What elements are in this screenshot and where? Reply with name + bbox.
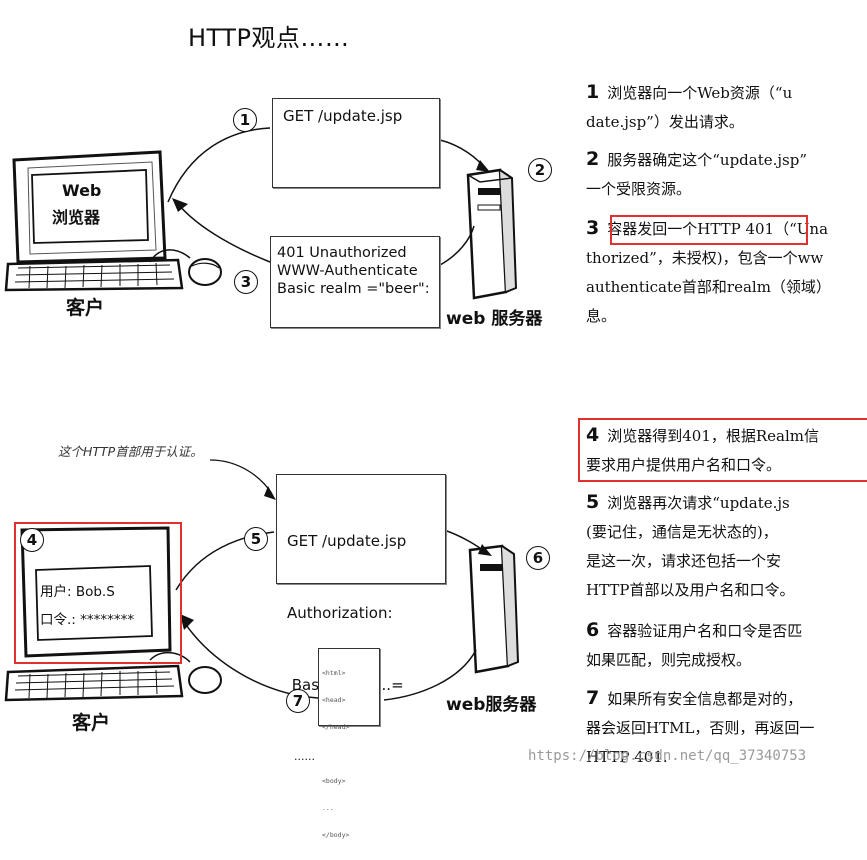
response-line-2: WWW-Authenticate xyxy=(277,262,433,280)
server-label-bottom: web服务器 xyxy=(446,690,536,715)
step-3-line-4: 息。 xyxy=(586,302,867,331)
step-2-line-2: 一个受限资源。 xyxy=(586,175,867,204)
step-1-number: 1 xyxy=(586,81,599,103)
annotation-text: 这个HTTP首部用于认证。 xyxy=(58,441,203,460)
client-label-bottom: 客户 xyxy=(72,708,110,735)
marker-4: 4 xyxy=(20,528,44,552)
login-screen: 用户: Bob.S 口令.: ******** xyxy=(40,578,134,634)
keyboard-icon xyxy=(6,666,182,700)
request-arc-left xyxy=(168,128,270,202)
marker-3: 3 xyxy=(234,270,258,294)
screen-label-browser: 浏览器 xyxy=(52,204,100,228)
response-box: 401 Unauthorized WWW-Authenticate Basic … xyxy=(270,236,440,328)
server-tower-icon xyxy=(470,546,518,672)
username-field: 用户: Bob.S xyxy=(40,578,134,606)
step-6-line-1: 容器验证用户名和口令是否匹 xyxy=(607,622,802,640)
marker-7: 7 xyxy=(286,689,310,713)
password-field: 口令.: ******** xyxy=(40,606,134,634)
auth-request-line-2: Authorization: xyxy=(287,601,435,625)
client-label: 客户 xyxy=(66,293,104,320)
html-doc-line-1: <html> xyxy=(322,669,376,678)
html-doc-line-7: </body> xyxy=(322,831,376,840)
step-2: 2 服务器确定这个“update.jsp” 一个受限资源。 xyxy=(586,145,867,204)
html-doc-line-4 xyxy=(322,750,376,759)
step-2-number: 2 xyxy=(586,148,599,170)
auth-request-box: GET /update.jsp Authorization: Basic: x5… xyxy=(276,474,446,584)
step-6: 6 容器验证用户名和口令是否匹 如果匹配，则完成授权。 xyxy=(586,616,867,675)
step-5-line-1: 浏览器再次请求“update.js xyxy=(607,494,790,512)
step-1: 1 浏览器向一个Web资源（“u date.jsp”）发出请求。 xyxy=(586,78,867,137)
watermark-text: https://blog.csdn.net/qq_37340753 xyxy=(528,748,806,764)
response-line-3: Basic realm ="beer": xyxy=(277,280,433,298)
step-5: 5 浏览器再次请求“update.js (要记住，通信是无状态的)， 是这一次，请… xyxy=(586,488,867,605)
marker-5: 5 xyxy=(244,527,268,551)
html-doc-line-3: </head> xyxy=(322,723,376,732)
step-4-line-2: 要求用户提供用户名和口令。 xyxy=(586,451,864,480)
step-1-line-2: date.jsp”）发出请求。 xyxy=(586,108,867,137)
html-document-icon: <html> <head> </head> <body> ... </body> xyxy=(318,648,380,726)
step-5-number: 5 xyxy=(586,491,599,513)
step-6-number: 6 xyxy=(586,619,599,641)
marker-6: 6 xyxy=(526,546,550,570)
step-5-line-4: HTTP首部以及用户名和口令。 xyxy=(586,576,867,605)
marker-2: 2 xyxy=(528,158,552,182)
html-doc-line-5: <body> xyxy=(322,777,376,786)
html-doc-line-2: <head> xyxy=(322,696,376,705)
step-7-line-1: 如果所有安全信息都是对的， xyxy=(607,690,802,708)
server-label: web 服务器 xyxy=(446,304,542,329)
request-text: GET /update.jsp xyxy=(273,99,439,133)
step-3-number: 3 xyxy=(586,217,599,239)
screen-label-web: Web xyxy=(62,181,101,200)
step-7-line-2: 器会返回HTML，否则，再返回一 xyxy=(586,714,867,743)
step-4: 4 浏览器得到401，根据Realm信 要求用户提供用户名和口令。 xyxy=(586,421,864,480)
request-box: GET /update.jsp xyxy=(272,98,440,188)
response-line-1: 401 Unauthorized xyxy=(277,244,433,262)
marker-1: 1 xyxy=(233,108,257,132)
step-4-number: 4 xyxy=(586,424,599,446)
step-5-line-3: 是这一次，请求还包括一个安 xyxy=(586,547,867,576)
step-7-number: 7 xyxy=(586,687,599,709)
auth-request-line-1: GET /update.jsp xyxy=(287,529,435,553)
step-1-line-1: 浏览器向一个Web资源（“u xyxy=(607,84,792,102)
step-2-line-1: 服务器确定这个“update.jsp” xyxy=(607,151,807,169)
response-arc-left xyxy=(178,204,270,262)
html-doc-line-6: ... xyxy=(322,804,376,813)
step-4-line-1: 浏览器得到401，根据Realm信 xyxy=(607,427,819,445)
step-3-line-2: thorized”，未授权)，包含一个ww xyxy=(586,244,867,273)
step-6-line-2: 如果匹配，则完成授权。 xyxy=(586,646,867,675)
server-tower-icon xyxy=(468,170,516,298)
http-401-highlight xyxy=(610,215,808,245)
step-3-line-3: authenticate首部和realm（领域） xyxy=(586,273,867,302)
response-arc-right xyxy=(440,226,474,265)
keyboard-icon xyxy=(6,260,182,290)
annotation-arrow xyxy=(210,460,272,494)
step-5-line-2: (要记住，通信是无状态的)， xyxy=(586,518,867,547)
